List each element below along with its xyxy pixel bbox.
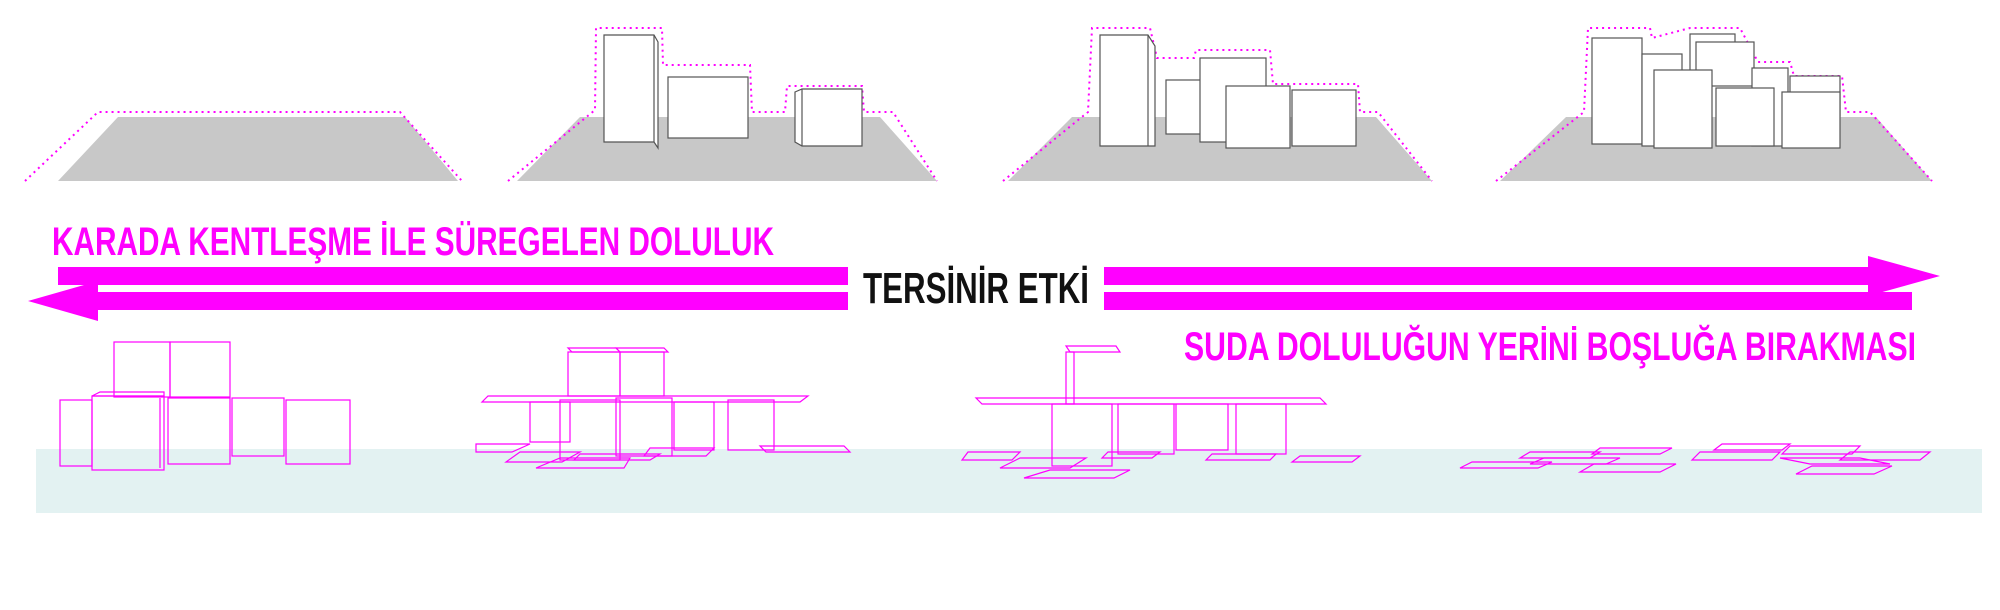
building [667,76,749,139]
ground-plane [58,117,458,181]
building [603,34,659,150]
building [1591,37,1643,145]
water-plane [36,449,1982,513]
backward-arrow-shaft-left [90,292,848,310]
building [1695,41,1755,87]
water-stage-2 [475,347,852,469]
water-stage-1 [59,341,351,471]
land-stage-2 [507,27,938,182]
arrows [28,256,1940,321]
center-label: TERSİNİR ETKİ [863,264,1089,313]
building [1653,69,1713,149]
forward-arrow-shaft-left [58,267,848,285]
growth-envelope [1002,27,1433,182]
land-stage-1 [24,111,463,182]
backward-arrow-shaft-right [1104,292,1912,310]
building [1781,91,1841,149]
top-heading: KARADA KENTLEŞME İLE SÜREGELEN DOLULUK [52,219,774,264]
building [1099,34,1156,147]
building [1291,89,1357,147]
backward-arrow-head [28,281,98,321]
forward-arrow-shaft-right [1104,267,1880,285]
building [1225,85,1291,149]
bottom-heading: SUDA DOLULUĞUN YERİNİ BOŞLUĞA BIRAKMASI [1184,323,1916,369]
land-stage-3 [1002,27,1433,182]
building [794,88,863,147]
building [1715,87,1775,147]
water-stage-3 [960,345,1362,479]
land-stage-4 [1495,27,1933,182]
water-stage-4 [1459,443,1932,475]
forward-arrow-head [1868,256,1940,296]
